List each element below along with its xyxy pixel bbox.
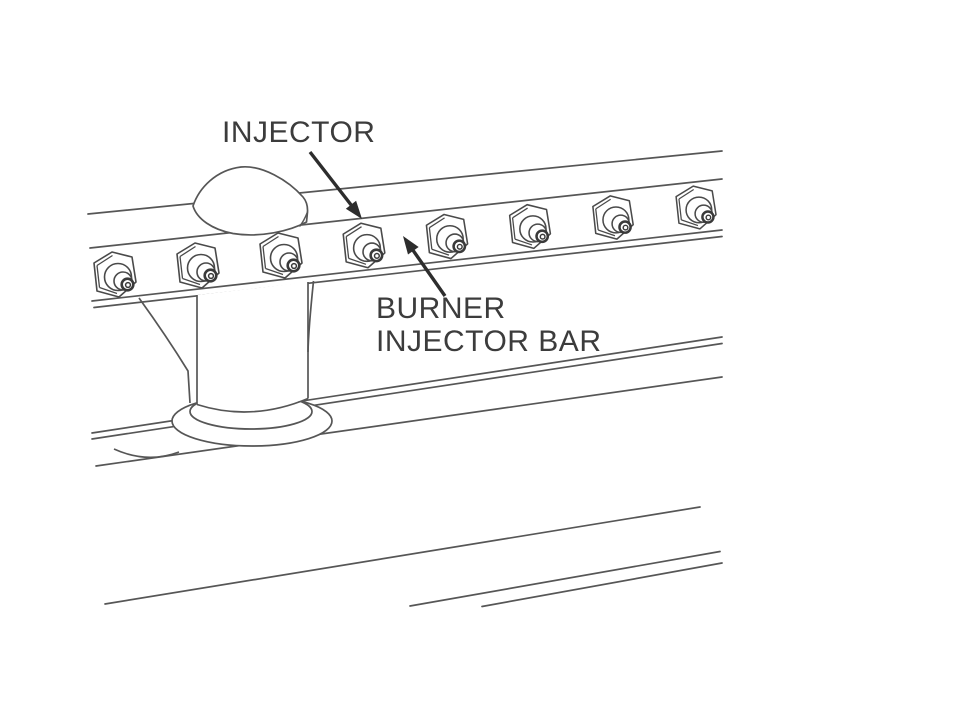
- injector-nozzle: [175, 241, 221, 290]
- bar-top-front-edge: [89, 178, 723, 249]
- rail-bottom-edge: [95, 376, 723, 467]
- injector-nozzle: [508, 203, 552, 250]
- injector-arrow-shaft: [308, 150, 356, 211]
- burner-injector-bar-label-line2: INJECTOR BAR: [376, 325, 602, 358]
- injector-nozzle: [258, 231, 304, 280]
- pedestal-right-gusset: [307, 280, 315, 353]
- injector-nozzle: [591, 194, 635, 241]
- pedestal-left-gusset: [138, 297, 191, 404]
- dome-fold-line: [298, 211, 309, 227]
- burner-injector-bar-label: BURNER INJECTOR BAR: [376, 292, 601, 358]
- injector-nozzle: [92, 250, 138, 299]
- injector-label: INJECTOR: [222, 116, 376, 149]
- bar-bottom-front-edge: [91, 229, 723, 302]
- lower-frame-lines: [104, 506, 723, 608]
- burner-injector-bar-arrow-head: [403, 236, 419, 255]
- injector-nozzle: [341, 221, 387, 270]
- frame-line-pair-a: [409, 550, 721, 607]
- pedestal-foot-curve: [113, 448, 180, 459]
- injector-arrow-head: [345, 200, 362, 219]
- burner-injector-bar-label-line1: BURNER: [376, 292, 506, 325]
- pedestal-cylinder-base-arc: [196, 397, 309, 413]
- frame-line-long: [104, 506, 701, 605]
- burner-injector-bar-arrow-shaft: [408, 244, 447, 297]
- deflector-dome: [192, 166, 309, 236]
- callout-arrows: [308, 150, 447, 297]
- injector-nozzle: [425, 213, 469, 260]
- injector-nozzle: [674, 184, 718, 231]
- pedestal-cylinder-fill: [197, 282, 308, 410]
- frame-line-pair-b: [481, 562, 723, 608]
- mounting-pedestal: [113, 280, 333, 459]
